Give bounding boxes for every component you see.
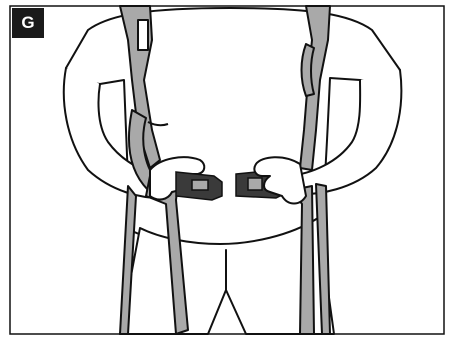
right-shoulder-strap	[299, 5, 331, 171]
buckle-male	[175, 171, 223, 201]
right-waist-strap	[291, 183, 331, 335]
person-figure	[62, 7, 403, 335]
frame-border	[9, 5, 445, 335]
step-label-badge: G	[12, 8, 44, 38]
left-waist-strap	[119, 175, 189, 335]
right-hand	[253, 156, 307, 205]
shirt	[65, 7, 401, 247]
